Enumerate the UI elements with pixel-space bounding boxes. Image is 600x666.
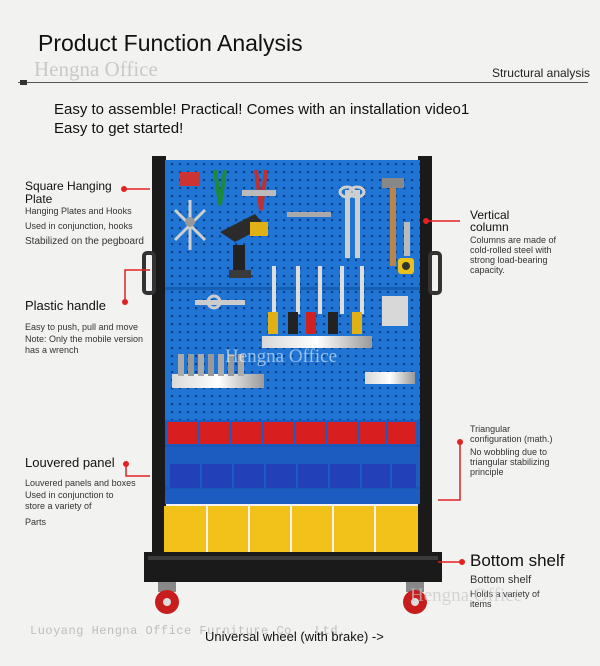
header-watermark: Hengna Office bbox=[34, 57, 158, 81]
wheel-caption: Universal wheel (with brake) -> bbox=[205, 629, 384, 644]
intro-line-1: Easy to assemble! Practical! Comes with … bbox=[54, 101, 470, 118]
louver-line-1: Louvered panels and boxes bbox=[25, 478, 136, 488]
column-line-1: Columns are made of bbox=[470, 235, 557, 245]
divider-marker bbox=[20, 80, 27, 85]
handle-title: Plastic handle bbox=[25, 298, 106, 313]
handle-line-2: Note: Only the mobile version bbox=[25, 334, 144, 344]
page-title: Product Function Analysis bbox=[38, 30, 303, 56]
louver-line-3: store a variety of bbox=[25, 501, 92, 511]
column-line-2: cold-rolled steel with bbox=[470, 245, 552, 255]
square-plate-line-2: Used in conjunction, hooks bbox=[25, 221, 133, 231]
louver-line-4: Parts bbox=[25, 517, 47, 527]
blue-bin-row bbox=[170, 464, 416, 488]
column-title-2: column bbox=[470, 220, 509, 234]
louver-line-2: Used in conjunction to bbox=[25, 490, 114, 500]
left-handle bbox=[142, 251, 156, 295]
company-watermark: Luoyang Hengna Office Furniture Co., Ltd… bbox=[30, 624, 346, 638]
handle-line-3: has a wrench bbox=[25, 345, 79, 355]
square-plate-line-1: Hanging Plates and Hooks bbox=[25, 206, 132, 216]
triangle-line-4: triangular stabilizing bbox=[470, 457, 550, 467]
triangle-line-2: configuration (math.) bbox=[470, 434, 553, 444]
handle-line-1: Easy to push, pull and move bbox=[25, 322, 139, 332]
shelf-watermark: Hengna Office bbox=[410, 585, 523, 606]
triangle-line-5: principle bbox=[470, 467, 504, 477]
bottom-shelf-line-1: Holds a variety of bbox=[470, 589, 540, 599]
square-plate-line-3: Stabilized on the pegboard bbox=[25, 236, 144, 247]
louver-title: Louvered panel bbox=[25, 455, 115, 470]
bottom-shelf-line-2: items bbox=[470, 599, 492, 609]
hanging-tools bbox=[173, 169, 414, 310]
caster-wheels bbox=[155, 582, 427, 614]
header-divider bbox=[18, 82, 588, 83]
bottom-shelf-subtitle: Bottom shelf bbox=[470, 574, 532, 586]
right-column bbox=[418, 156, 432, 566]
red-bin-row bbox=[167, 422, 416, 444]
screwdriver-rack bbox=[262, 266, 408, 348]
square-plate-title: Square Hanging Plate bbox=[25, 179, 112, 206]
column-line-4: capacity. bbox=[470, 265, 505, 275]
bottom-shelf-title: Bottom shelf bbox=[470, 551, 565, 570]
right-handle bbox=[428, 251, 442, 295]
intro-text: Easy to assemble! Practical! Comes with … bbox=[54, 100, 469, 138]
section-subtitle: Structural analysis bbox=[491, 66, 590, 80]
left-column bbox=[152, 156, 166, 566]
socket-tray bbox=[172, 354, 415, 388]
column-title-1: Vertical bbox=[470, 208, 510, 222]
yellow-bin-row bbox=[164, 506, 418, 552]
center-watermark: Hengna Office bbox=[225, 346, 338, 367]
triangle-line-1: Triangular bbox=[470, 424, 511, 434]
triangle-line-3: No wobbling due to bbox=[470, 447, 548, 457]
intro-line-2: Easy to get started! bbox=[54, 120, 184, 137]
column-line-3: strong load-bearing bbox=[470, 255, 548, 265]
